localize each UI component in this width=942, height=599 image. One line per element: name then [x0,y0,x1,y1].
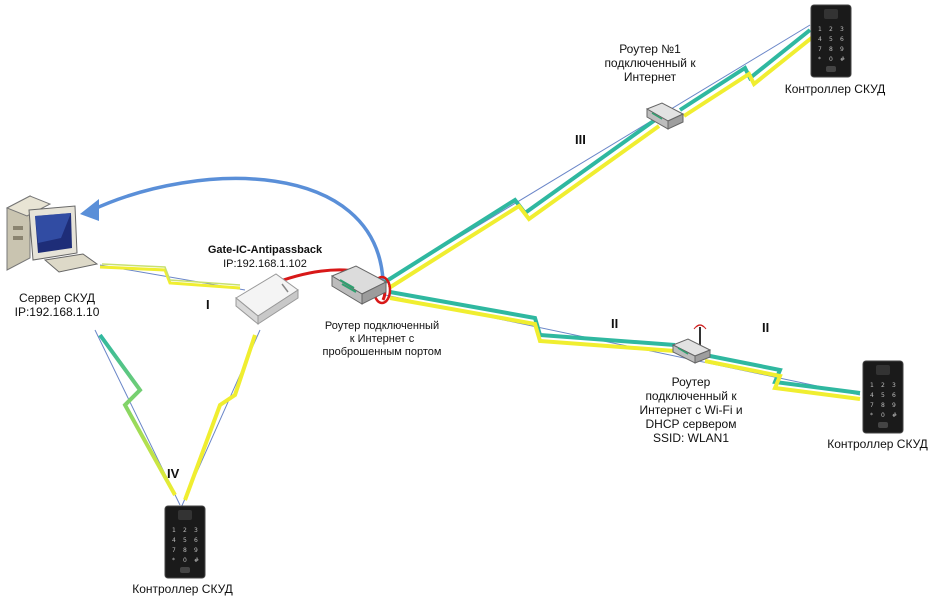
svg-text:#: # [840,56,845,63]
gate-name: Gate-IC-Antipassback [200,243,330,257]
svg-text:0: 0 [881,412,885,419]
main-router-line-1: Роутер подключенный [312,320,452,333]
svg-text:7: 7 [172,547,176,554]
wifi-router-label: Роутер подключенный к Интернет с Wi-Fi и… [626,375,756,445]
router-1-line-3: Интернет [595,70,705,84]
segment-label-iv: IV [167,466,179,481]
wifi-router-line-2: подключенный к [626,389,756,403]
svg-text:1: 1 [870,382,874,389]
svg-text:0: 0 [829,56,833,63]
server-computer-icon [5,188,100,283]
wifi-router-icon [670,323,714,365]
svg-text:6: 6 [840,36,844,43]
svg-text:7: 7 [870,402,874,409]
svg-text:2: 2 [881,382,885,389]
svg-text:5: 5 [881,392,885,399]
gate-label: Gate-IC-Antipassback IP:192.168.1.102 [200,243,330,271]
router-1-line-1: Роутер №1 [595,42,705,56]
main-router-line-2: к Интернет с [312,333,452,346]
svg-text:8: 8 [829,46,833,53]
main-router-line-3: проброшенным портом [312,346,452,359]
svg-text:4: 4 [172,537,176,544]
main-router-label: Роутер подключенный к Интернет с проброш… [312,320,452,359]
svg-text:1: 1 [172,527,176,534]
gate-controller-icon [232,268,302,328]
svg-text:3: 3 [892,382,896,389]
segment-label-ii-a: II [611,316,618,331]
svg-text:5: 5 [829,36,833,43]
svg-text:0: 0 [183,557,187,564]
gate-ip: IP:192.168.1.102 [200,257,330,271]
svg-text:2: 2 [829,26,833,33]
svg-text:*: * [818,56,821,63]
svg-text:5: 5 [183,537,187,544]
svg-text:2: 2 [183,527,187,534]
svg-text:1: 1 [818,26,822,33]
wifi-router-line-1: Роутер [626,375,756,389]
svg-text:6: 6 [194,537,198,544]
svg-text:9: 9 [840,46,844,53]
segment-label-i: I [206,297,210,312]
svg-text:*: * [172,557,175,564]
segment-label-iii: III [575,132,586,147]
server-ip: IP:192.168.1.10 [2,305,112,319]
svg-text:*: * [870,412,873,419]
controller-label-top-right: Контроллер СКУД [775,82,895,96]
svg-text:8: 8 [183,547,187,554]
svg-text:8: 8 [881,402,885,409]
svg-text:4: 4 [818,36,822,43]
svg-text:#: # [892,412,897,419]
svg-text:#: # [194,557,199,564]
wifi-router-line-5: SSID: WLAN1 [626,431,756,445]
wifi-router-line-4: DHCP сервером [626,417,756,431]
controller-label-mid-right: Контроллер СКУД [815,437,940,451]
svg-text:3: 3 [194,527,198,534]
main-router-icon [328,262,390,307]
controller-label-bottom: Контроллер СКУД [120,582,245,596]
svg-text:7: 7 [818,46,822,53]
svg-text:9: 9 [892,402,896,409]
segment-label-ii-b: II [762,320,769,335]
wifi-router-line-3: Интернет с Wi-Fi и [626,403,756,417]
router-1-line-2: подключенный к [595,56,705,70]
svg-text:4: 4 [870,392,874,399]
router-1-icon [644,100,686,132]
svg-text:3: 3 [840,26,844,33]
server-name: Сервер СКУД [2,291,112,305]
server-label: Сервер СКУД IP:192.168.1.10 [2,291,112,319]
svg-text:9: 9 [194,547,198,554]
svg-text:6: 6 [892,392,896,399]
router-1-label: Роутер №1 подключенный к Интернет [595,42,705,84]
